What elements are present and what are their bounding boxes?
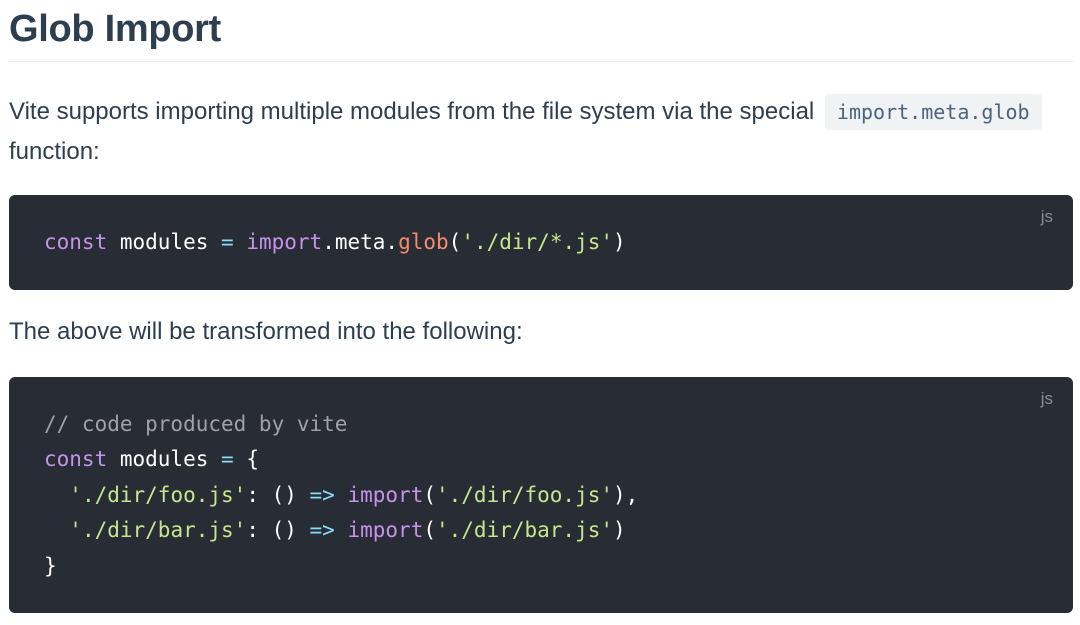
operator-equals: =: [221, 230, 234, 254]
string-argument: './dir/foo.js': [436, 482, 614, 507]
inline-code-import-meta-glob: import.meta.glob: [824, 94, 1042, 130]
string-argument: './dir/bar.js': [436, 518, 614, 543]
code-content[interactable]: const modules = import.meta.glob('./dir/…: [44, 225, 626, 260]
identifier-meta: meta: [334, 230, 386, 254]
identifier-modules: modules: [107, 447, 222, 472]
paren-open: (: [423, 482, 436, 507]
transform-paragraph: The above will be transformed into the f…: [9, 318, 523, 345]
language-label: js: [1040, 389, 1053, 408]
heading-divider: [9, 61, 1073, 62]
operator-arrow: =>: [309, 482, 335, 507]
string-key: './dir/bar.js': [69, 518, 247, 543]
paren-open: (: [448, 230, 462, 254]
code-line: const modules = import.meta.glob('./dir/…: [44, 225, 626, 260]
dot: .: [322, 230, 335, 254]
keyword-const: const: [44, 447, 108, 472]
code-line: './dir/foo.js': () => import('./dir/foo.…: [44, 478, 638, 513]
keyword-import: import: [347, 518, 424, 543]
punctuation: : (): [246, 482, 310, 507]
intro-paragraph: Vite supports importing multiple modules…: [9, 92, 1073, 172]
dot: .: [385, 230, 399, 254]
keyword-import: import: [246, 230, 323, 254]
code-block-glob[interactable]: js const modules = import.meta.glob('./d…: [9, 195, 1073, 290]
space: [335, 518, 348, 542]
space: [234, 230, 247, 254]
punctuation: : (): [246, 518, 310, 543]
space: [335, 483, 348, 507]
paren-open: (: [423, 518, 436, 543]
code-content[interactable]: // code produced by vite const modules = …: [44, 407, 638, 584]
paren-close: ): [613, 230, 626, 254]
indent: [44, 483, 69, 507]
string-key: './dir/foo.js': [69, 482, 247, 507]
code-line: const modules = {: [44, 442, 638, 477]
function-glob: glob: [398, 230, 449, 254]
paren-close: ): [613, 518, 626, 543]
identifier-modules: modules: [107, 230, 222, 254]
page-title: Glob Import: [9, 8, 222, 50]
keyword-import: import: [347, 482, 424, 507]
string-argument: './dir/*.js': [461, 230, 614, 254]
code-comment: // code produced by vite: [44, 412, 348, 436]
language-label: js: [1040, 207, 1053, 226]
brace-open: {: [233, 447, 259, 472]
intro-text: Vite supports importing multiple modules…: [9, 98, 815, 125]
intro-text-continued: function:: [9, 138, 100, 165]
code-line: './dir/bar.js': () => import('./dir/bar.…: [44, 513, 638, 548]
brace-close: }: [44, 553, 57, 578]
keyword-const: const: [44, 230, 108, 254]
indent: [44, 518, 69, 542]
paren-close: ),: [613, 482, 639, 507]
code-block-output[interactable]: js // code produced by vite const modules…: [9, 377, 1073, 613]
operator-arrow: =>: [309, 518, 335, 543]
operator-equals: =: [221, 447, 234, 472]
